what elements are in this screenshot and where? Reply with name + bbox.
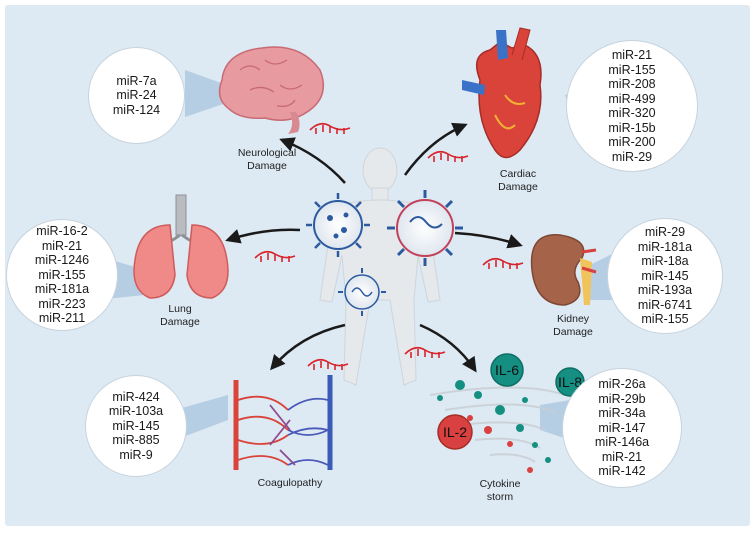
- mirna-item: miR-211: [38, 311, 86, 326]
- heart-illustration: [462, 27, 542, 159]
- lung-label-line: Lung: [168, 303, 192, 315]
- arrow-cardiac: [403, 122, 468, 176]
- cytokine-mirna-circle: miR-26a miR-29b miR-34a miR-147 miR-146a…: [562, 368, 682, 488]
- mirna-item: miR-29b: [598, 391, 646, 406]
- cytokine-label-line: storm: [486, 491, 514, 503]
- lung-label: Lung Damage: [140, 303, 220, 329]
- rna-neuro: [309, 122, 351, 134]
- arrow-lung: [225, 228, 301, 244]
- lung-mirna-circle: miR-16-2 miR-21 miR-1246 miR-155 miR-181…: [6, 219, 118, 331]
- cardiac-mirna-circle: miR-21 miR-155 miR-208 miR-499 miR-320 m…: [566, 40, 698, 172]
- rna-coag: [307, 358, 349, 370]
- arrow-kidney: [454, 231, 523, 249]
- vessel-illustration: [233, 375, 333, 470]
- mirna-item: miR-181a: [637, 239, 693, 254]
- mirna-item: miR-320: [608, 106, 656, 120]
- virus-right: [387, 190, 463, 266]
- mirna-item: miR-21: [41, 238, 83, 253]
- virus-small: [338, 268, 386, 316]
- lung-label-line: Damage: [160, 316, 200, 328]
- mirna-item: miR-24: [116, 88, 157, 103]
- mirna-item: miR-1246: [34, 253, 90, 268]
- il6-label: IL-6: [495, 362, 519, 378]
- cytokine-label: Cytokine storm: [460, 478, 540, 504]
- rna-lung: [254, 250, 296, 262]
- mirna-item: miR-34a: [598, 406, 646, 421]
- mirna-item: miR-18a: [641, 254, 689, 269]
- mirna-item: miR-9: [119, 447, 153, 462]
- mirna-item: miR-26a: [598, 377, 646, 392]
- mirna-item: miR-155: [641, 312, 689, 327]
- mirna-item: miR-208: [608, 77, 656, 91]
- mirna-item: miR-6741: [637, 297, 693, 312]
- mirna-item: miR-223: [38, 296, 86, 311]
- cardiac-label-line: Damage: [498, 181, 538, 193]
- cardiac-label-line: Cardiac: [499, 168, 537, 180]
- mirna-item: miR-142: [598, 464, 646, 479]
- coag-label: Coagulopathy: [240, 477, 340, 490]
- coag-label-line: Coagulopathy: [257, 477, 323, 489]
- arrow-neuro: [279, 137, 346, 184]
- mirna-item: miR-7a: [116, 73, 157, 88]
- kidney-illustration: [530, 234, 597, 306]
- mirna-item: miR-155: [608, 62, 656, 77]
- neuro-label: Neurological Damage: [212, 147, 322, 173]
- mirna-item: miR-145: [641, 268, 689, 283]
- neuro-mirna-circle: miR-7a miR-24 miR-124: [88, 47, 185, 144]
- kidney-label-line: Kidney: [556, 313, 590, 325]
- mirna-item: miR-193a: [637, 283, 693, 298]
- mirna-item: miR-146a: [594, 435, 650, 450]
- il6-badge: [490, 353, 524, 387]
- arrow-cytokine: [419, 323, 477, 373]
- cytokine-storm-illustration: IL-6 IL-8 IL-2: [429, 353, 585, 473]
- mirna-item: miR-885: [112, 433, 160, 448]
- kidney-label: Kidney Damage: [533, 313, 613, 339]
- il8-label: IL-8: [558, 374, 582, 390]
- mirna-item: miR-29: [611, 149, 653, 164]
- cytokine-label-line: Cytokine: [479, 478, 521, 490]
- human-silhouette: [319, 147, 441, 386]
- brain-illustration: [218, 46, 325, 134]
- coag-mirna-circle: miR-424 miR-103a miR-145 miR-885 miR-9: [85, 375, 187, 477]
- mirna-item: miR-15b: [608, 120, 656, 135]
- mirna-item: miR-29: [644, 225, 686, 240]
- mirna-item: miR-124: [112, 102, 161, 117]
- lung-illustration: [133, 194, 229, 299]
- mirna-item: miR-21: [611, 48, 653, 62]
- rna-strands: [254, 122, 524, 370]
- kidney-mirna-circle: miR-29 miR-181a miR-18a miR-145 miR-193a…: [607, 218, 723, 334]
- mirna-item: miR-147: [598, 420, 646, 435]
- kidney-label-line: Damage: [553, 326, 593, 338]
- il2-label: IL-2: [443, 424, 467, 440]
- il2-badge: [437, 414, 473, 450]
- neuro-label-line: Damage: [247, 160, 287, 172]
- arrow-coag: [270, 323, 346, 371]
- mirna-item: miR-103a: [108, 404, 164, 419]
- mirna-item: miR-499: [608, 91, 656, 106]
- mirna-item: miR-424: [112, 389, 160, 404]
- mirna-item: miR-21: [601, 449, 643, 464]
- mirna-item: miR-155: [38, 267, 86, 282]
- mirna-item: miR-200: [608, 135, 656, 149]
- cardiac-label: Cardiac Damage: [473, 168, 563, 194]
- mirna-item: miR-145: [112, 418, 160, 433]
- arrows: [225, 122, 523, 373]
- rna-cardiac: [427, 150, 469, 162]
- rna-cytokine: [404, 346, 446, 358]
- mirna-item: miR-16-2: [36, 224, 88, 239]
- virus-large: [306, 193, 370, 257]
- rna-kidney: [482, 257, 524, 269]
- mirna-item: miR-181a: [34, 282, 90, 297]
- neuro-label-line: Neurological: [237, 147, 297, 159]
